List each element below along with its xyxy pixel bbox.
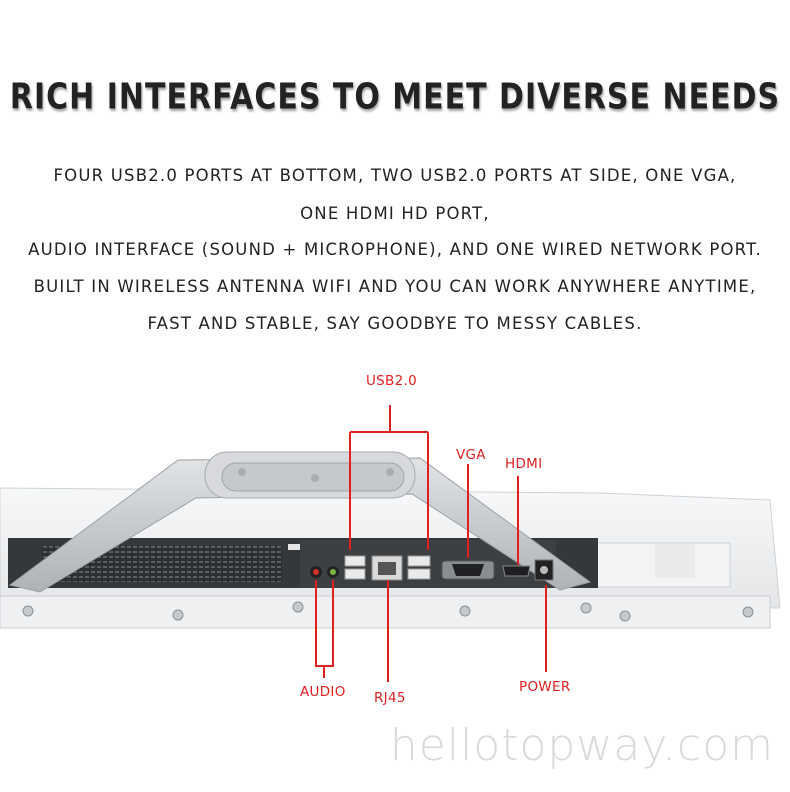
callout-hdmi-label: HDMI [505, 456, 543, 472]
description-line-3: AUDIO INTERFACE (SOUND + MICROPHONE), AN… [28, 240, 762, 259]
power-port [534, 559, 554, 581]
vga-port [441, 560, 495, 580]
audio-jack-microphone [327, 566, 339, 578]
callout-rj45-label: RJ45 [374, 690, 406, 706]
description-line-4: BUILT IN WIRELESS ANTENNA WIFI AND YOU C… [33, 277, 757, 296]
monitor-stand [8, 451, 592, 593]
description-line-2: ONE HDMI HD PORT, [300, 204, 490, 223]
callout-power-label: POWER [519, 679, 571, 695]
usb-port-pair-right [407, 555, 431, 580]
rj45-port [371, 555, 403, 581]
callout-usb-label: USB2.0 [366, 373, 417, 389]
usb-port-pair-left [344, 555, 366, 580]
product-illustration: USB2.0 VGA HDMI AUDIO RJ45 POWER helloto… [0, 360, 790, 792]
device-back-panel-illustration [0, 405, 781, 682]
audio-jack-headphone [310, 566, 322, 578]
description-line-1: FOUR USB2.0 PORTS AT BOTTOM, TWO USB2.0 … [53, 166, 737, 185]
callout-audio-label: AUDIO [300, 684, 346, 700]
page-title: RICH INTERFACES TO MEET DIVERSE NEEDS [9, 76, 781, 119]
callout-lines [315, 405, 547, 682]
hdmi-port [502, 565, 531, 577]
site-watermark: hellotopway.com [389, 720, 774, 771]
callout-vga-label: VGA [456, 447, 486, 463]
description-line-5: FAST AND STABLE, SAY GOODBYE TO MESSY CA… [147, 314, 643, 333]
screws [22, 601, 754, 622]
